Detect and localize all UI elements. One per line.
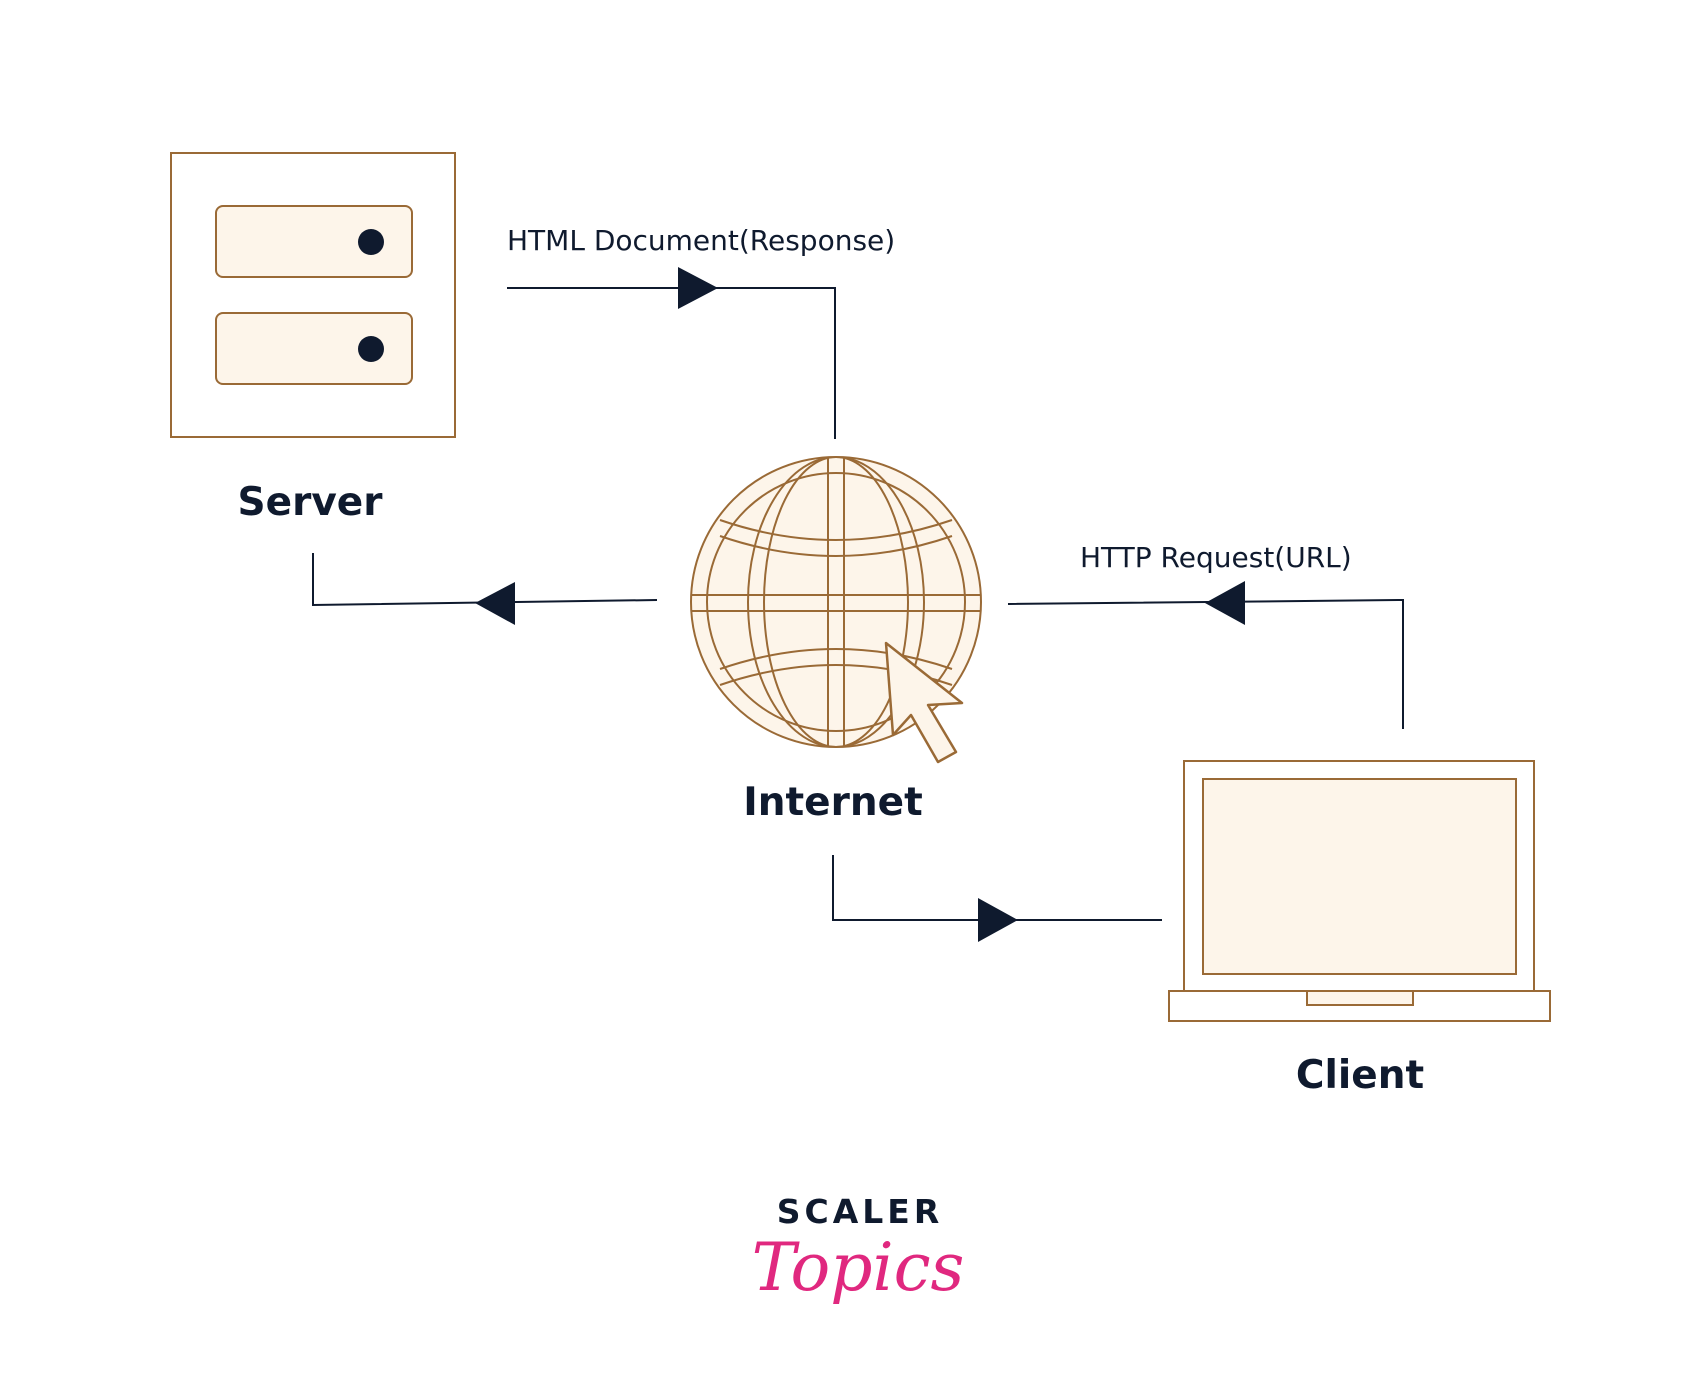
scaler-topics-logo: SCALER Topics (752, 1192, 965, 1306)
logo-scaler-text: SCALER (777, 1192, 944, 1231)
response-label: HTML Document(Response) (507, 224, 895, 257)
cursor-icon (884, 641, 964, 764)
server-icon (170, 152, 456, 438)
response-arrow-bottom (832, 855, 1162, 942)
internet-label: Internet (743, 780, 922, 825)
laptop-icon (1168, 760, 1551, 1022)
globe-icon (690, 456, 982, 748)
logo-topics-text: Topics (752, 1229, 965, 1306)
request-label: HTTP Request(URL) (1080, 541, 1352, 574)
request-arrow-left (312, 553, 658, 625)
client-label: Client (1296, 1053, 1424, 1098)
server-label: Server (238, 480, 384, 525)
request-arrow-right (1007, 581, 1404, 729)
response-arrow-top (507, 267, 836, 439)
